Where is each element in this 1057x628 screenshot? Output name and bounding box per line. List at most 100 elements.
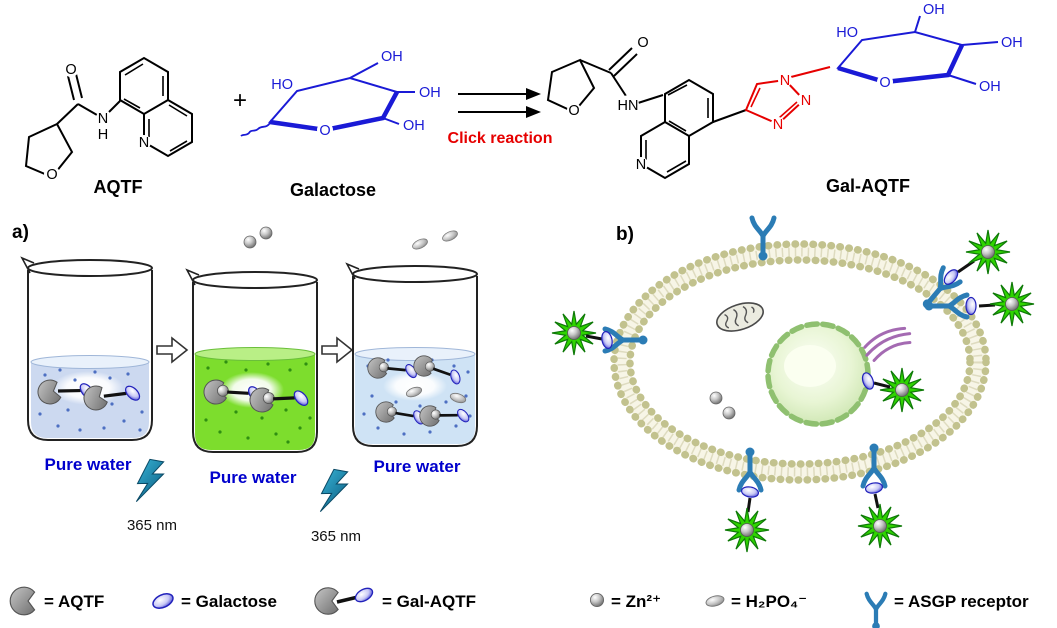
legend: = AQTF = Galactose = Gal-AQTF = Zn²⁺ = H… bbox=[9, 584, 1029, 628]
galactose-label: Galactose bbox=[290, 180, 376, 200]
panel-a-label: a) bbox=[12, 222, 29, 243]
legend-asgp: = ASGP receptor bbox=[894, 592, 1029, 611]
legend-gal-aqtf: = Gal-AQTF bbox=[382, 592, 476, 611]
panel-b: b) bbox=[551, 218, 1035, 553]
beaker-glass bbox=[27, 270, 153, 441]
triazole-n1: N bbox=[780, 73, 790, 89]
probe-star-icon bbox=[551, 310, 597, 356]
pyranose-bold-edges bbox=[269, 90, 399, 133]
gal-oh-top: OH bbox=[381, 49, 403, 65]
legend-aqtf: = AQTF bbox=[44, 592, 104, 611]
probe-star-icon bbox=[965, 229, 1011, 275]
carbonyl-double-bond bbox=[67, 73, 83, 101]
beaker-spout bbox=[185, 268, 200, 286]
aqtf-n-quinoline: N bbox=[139, 135, 149, 151]
gal-oh-right: OH bbox=[419, 85, 441, 101]
gal-o-ring: O bbox=[319, 123, 330, 139]
reaction-arrows bbox=[458, 88, 541, 118]
triazole-n3: N bbox=[773, 117, 783, 133]
product-hn-amide: HN bbox=[618, 98, 639, 114]
lipid-tails bbox=[617, 247, 983, 477]
product-quinoline-ring1 bbox=[664, 78, 714, 138]
phosphate-symbol-icon bbox=[704, 593, 726, 609]
panel-a: a) bbox=[12, 222, 478, 545]
thf-ring bbox=[24, 122, 74, 179]
gal-oh-bottom: OH bbox=[403, 118, 425, 134]
product-oh-bottom: OH bbox=[979, 79, 1001, 95]
zn-ion-icon bbox=[722, 406, 736, 420]
membrane-outer-beads bbox=[610, 240, 990, 484]
anomeric-squiggle bbox=[240, 122, 271, 137]
product-o-ring: O bbox=[568, 103, 579, 119]
beaker-2 bbox=[185, 268, 318, 453]
probe-star-icon bbox=[724, 507, 770, 553]
probe-complex-bottom-left bbox=[724, 484, 770, 553]
uv-bolt-icon bbox=[317, 467, 351, 516]
aqtf-h-amide: H bbox=[98, 127, 108, 143]
mitochondrion bbox=[716, 302, 764, 332]
aqtf-o-ring: O bbox=[46, 167, 57, 183]
phosphate-icon bbox=[410, 236, 430, 252]
membrane-inner-beads bbox=[626, 256, 974, 468]
product-aromatic-inner bbox=[645, 84, 709, 173]
panel-b-label: b) bbox=[616, 224, 634, 245]
product-carbonyl bbox=[579, 47, 638, 77]
reaction-scheme: O O N H N AQTF + OH HO OH OH O Galactose… bbox=[24, 2, 1023, 200]
product-amide-bonds bbox=[610, 72, 664, 104]
asgp-symbol-icon bbox=[867, 594, 886, 628]
uv-bolt-icon bbox=[133, 457, 167, 506]
galactose-oval-icon bbox=[864, 480, 884, 496]
probe-complex-left bbox=[551, 310, 615, 356]
probe-complex-bottom-right bbox=[857, 480, 903, 549]
plus-sign: + bbox=[233, 87, 247, 114]
aqtf-o-carbonyl: O bbox=[65, 62, 76, 78]
quinoline-ring2 bbox=[143, 99, 193, 158]
aggregate-blob bbox=[383, 371, 447, 401]
probe-star-icon bbox=[857, 503, 903, 549]
quinoline-triazole-bond bbox=[712, 109, 747, 123]
legend-galactose: = Galactose bbox=[181, 592, 277, 611]
product-ho-left: HO bbox=[836, 25, 858, 41]
beaker3-caption: Pure water bbox=[374, 457, 461, 476]
triazole-double-bonds bbox=[750, 87, 798, 119]
galactose-oval-icon bbox=[740, 484, 760, 500]
product-sugar-bold-edges bbox=[837, 44, 965, 85]
uv-label-2: 365 nm bbox=[311, 528, 361, 545]
beaker-rim bbox=[192, 271, 318, 289]
galactose-symbol-icon bbox=[149, 590, 177, 612]
speckles bbox=[204, 360, 312, 444]
beaker2-caption: Pure water bbox=[210, 468, 297, 487]
gal-aqtf-label: Gal-AQTF bbox=[826, 176, 910, 196]
beaker-spout bbox=[20, 256, 35, 274]
product-oh-right: OH bbox=[1001, 35, 1023, 51]
legend-zn: = Zn²⁺ bbox=[611, 592, 661, 611]
galactose-oval-icon bbox=[965, 296, 977, 316]
triazole-sugar-bond bbox=[790, 66, 831, 78]
aqtf-symbol-icon bbox=[9, 586, 36, 616]
cell bbox=[551, 218, 1035, 553]
product-thf-ring bbox=[546, 58, 596, 114]
beaker-glass bbox=[352, 276, 478, 447]
zn-symbol-icon bbox=[589, 592, 605, 608]
aqtf-structure bbox=[24, 56, 193, 182]
zn-ion-icon bbox=[259, 226, 273, 240]
beaker1-caption: Pure water bbox=[45, 455, 132, 474]
product-quinoline-ring2 bbox=[640, 121, 690, 180]
triazole-n2: N bbox=[801, 93, 811, 109]
aromatic-inner-lines bbox=[123, 63, 188, 152]
golgi-apparatus bbox=[863, 326, 912, 362]
step-arrow-icon bbox=[321, 337, 353, 363]
amide-bonds bbox=[77, 100, 121, 116]
gal-aqtf-triazole-red bbox=[744, 66, 831, 131]
quinoline-ring1 bbox=[119, 56, 169, 116]
phosphate-icon bbox=[440, 228, 460, 244]
gal-ho-left: HO bbox=[271, 77, 293, 93]
galactose-structure bbox=[240, 62, 415, 138]
step-arrow-icon bbox=[156, 337, 188, 363]
substituent-bonds bbox=[349, 62, 415, 125]
beaker-spout bbox=[345, 262, 360, 280]
uv-label-1: 365 nm bbox=[127, 517, 177, 534]
zn-ion-icon bbox=[709, 391, 723, 405]
beaker-1 bbox=[20, 256, 153, 441]
product-o-carbonyl: O bbox=[637, 35, 648, 51]
